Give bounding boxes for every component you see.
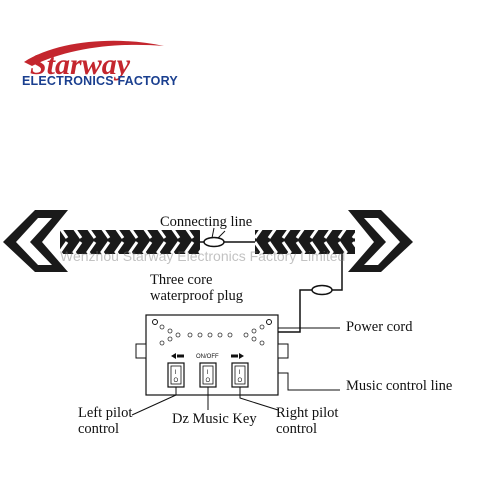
watermark: Wenzhou Starway Electronics Factory Limi… [60, 248, 346, 264]
starway-logo: Starway [24, 40, 164, 81]
music-control-line-label: Music control line [346, 378, 453, 394]
logo-swoosh [24, 40, 164, 66]
logo-subtitle: ELECTRONICS FACTORY [22, 74, 178, 88]
callout-lines [131, 387, 279, 416]
right-arrow-lightbar [255, 210, 413, 272]
right-pilot-label-line2: control [276, 421, 318, 437]
left-pilot-label-line1: Left pilot [78, 405, 133, 421]
right-arrow-indicator-icon [231, 353, 244, 359]
svg-text:I: I [207, 370, 209, 376]
waterproof-plug-1 [203, 236, 225, 248]
left-pilot-label-line2: control [78, 421, 120, 437]
led-row [159, 324, 265, 346]
right-pilot-switch[interactable]: I O [231, 362, 249, 388]
left-arrow-indicator-icon [171, 353, 184, 359]
controller-box: ON/OFF I O I O I O [135, 314, 289, 396]
controller-cable [278, 254, 343, 391]
svg-text:O: O [174, 378, 179, 384]
dz-music-key-label: Dz Music Key [172, 411, 257, 427]
svg-text:O: O [206, 378, 211, 384]
svg-text:O: O [238, 378, 243, 384]
right-pilot-label-line1: Right pilot [276, 405, 339, 421]
power-cord-label: Power cord [346, 319, 413, 335]
three-core-label-line1: Three core [150, 272, 213, 288]
left-arrow-lightbar [3, 210, 200, 272]
svg-text:I: I [239, 370, 241, 376]
onoff-label: ON/OFF [196, 354, 219, 360]
waterproof-plug-2 [311, 284, 333, 296]
svg-text:I: I [175, 370, 177, 376]
left-pilot-switch[interactable]: I O [167, 362, 185, 388]
three-core-label-line2: waterproof plug [150, 288, 244, 304]
connecting-cable [200, 227, 255, 248]
connecting-line-label: Connecting line [160, 214, 253, 230]
dz-music-switch[interactable]: I O [199, 362, 217, 388]
logo-brand-text: Starway [30, 48, 131, 81]
